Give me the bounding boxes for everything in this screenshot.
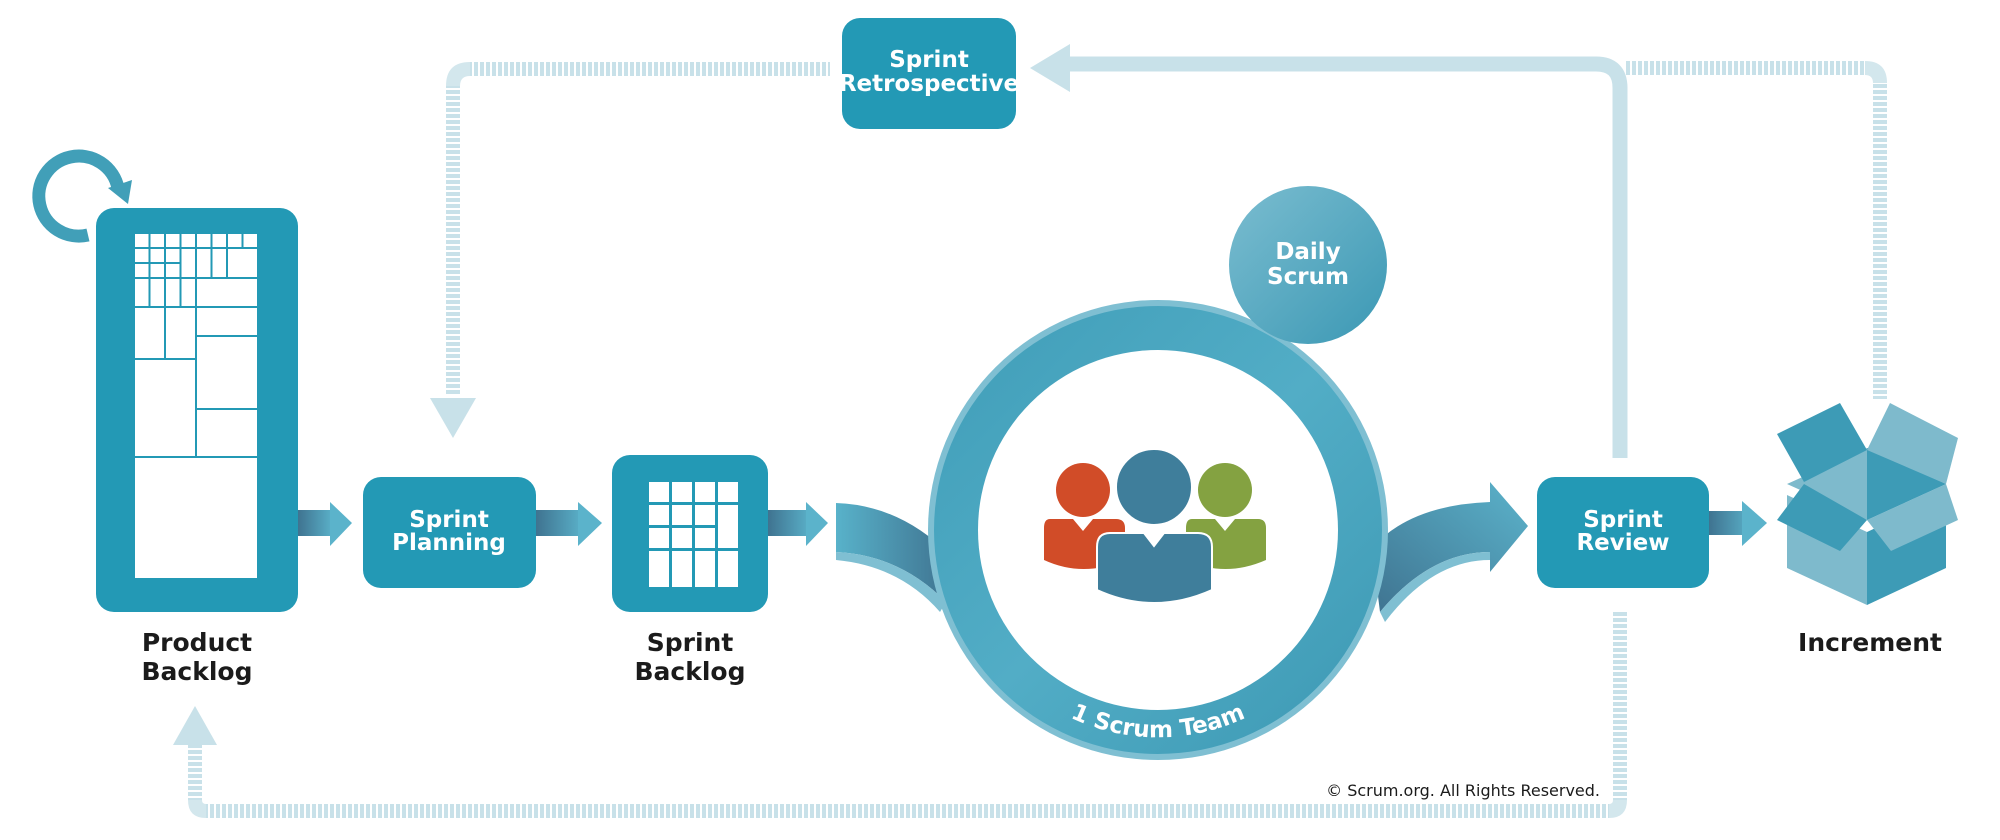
sprint-task-cell	[695, 528, 715, 548]
sprint-task-cell	[672, 528, 692, 548]
sprint-review-label-1: Sprint	[1583, 507, 1663, 533]
circular-arrow-icon	[32, 149, 132, 243]
sprint-task-cell	[672, 551, 692, 587]
sprint-outbound-arrow	[1372, 482, 1528, 622]
backlog-item-cell	[197, 249, 211, 277]
sprint-task-cell	[672, 482, 692, 502]
backlog-item-cell	[150, 279, 164, 306]
copyright-notice: © Scrum.org. All Rights Reserved.	[1326, 781, 1600, 800]
backlog-item-cell	[166, 234, 180, 247]
backlog-item-cell	[181, 234, 195, 247]
retrospective-to-planning-path	[430, 62, 830, 438]
retrospective-inbound-arrowhead	[1030, 44, 1070, 92]
backlog-item-cell	[135, 279, 149, 306]
sprint-task-cell	[649, 505, 669, 525]
sprint-cycle-ring: 1 Scrum Team	[928, 300, 1388, 760]
sprint-task-cell	[695, 482, 715, 502]
sprint-planning-box[interactable]: Sprint Planning	[363, 477, 536, 588]
backlog-item-cell	[166, 279, 180, 306]
task-grid-icon	[649, 482, 738, 587]
backlog-item-cell	[197, 234, 211, 247]
arrow-sprint-backlog-to-sprint	[768, 502, 828, 546]
backlog-item-cell	[135, 360, 195, 456]
sprint-task-cell	[718, 551, 738, 587]
daily-scrum-label-2: Scrum	[1267, 264, 1349, 290]
sprint-retrospective-label-2: Retrospective	[839, 71, 1019, 97]
product-backlog-label-1: Product	[142, 628, 252, 657]
backlog-item-cell	[135, 458, 257, 578]
backlog-item-cell	[135, 234, 149, 247]
backlog-item-cell	[197, 308, 257, 335]
backlog-item-cell	[166, 249, 180, 262]
open-box-icon[interactable]	[1777, 403, 1958, 605]
backlog-item-cell	[150, 264, 164, 277]
sprint-inbound-curve	[836, 503, 950, 612]
person-center-icon	[1096, 448, 1213, 604]
review-to-product-backlog-path	[173, 610, 1627, 818]
backlog-item-cell	[135, 249, 149, 262]
backlog-item-cell	[150, 234, 164, 247]
backlog-item-cell	[181, 249, 195, 277]
daily-scrum-circle[interactable]: Daily Scrum	[1229, 186, 1387, 344]
product-backlog-inbound-arrowhead	[173, 706, 217, 745]
backlog-item-cell	[135, 264, 149, 277]
sprint-backlog-label-1: Sprint	[647, 628, 734, 657]
increment-label: Increment	[1798, 628, 1942, 657]
backlog-item-cell	[212, 249, 226, 277]
arrow-backlog-to-planning	[298, 502, 352, 546]
backlog-item-cell	[181, 279, 195, 306]
three-people-icon	[1044, 448, 1266, 604]
sprint-task-cell	[718, 505, 738, 548]
product-backlog-box[interactable]	[96, 208, 298, 612]
daily-scrum-label-1: Daily	[1275, 239, 1340, 265]
sprint-review-label-2: Review	[1576, 530, 1669, 556]
sprint-planning-label-2: Planning	[392, 530, 506, 556]
backlog-item-cell	[212, 234, 226, 247]
backlog-item-cell	[243, 234, 257, 247]
sprint-review-box[interactable]: Sprint Review	[1537, 477, 1709, 588]
sprint-backlog-label-2: Backlog	[634, 657, 745, 686]
backlog-item-cell	[166, 264, 180, 277]
sprint-planning-label-1: Sprint	[409, 507, 489, 533]
backlog-item-cell	[166, 308, 195, 358]
arrow-planning-to-sprint-backlog	[536, 502, 602, 546]
sprint-task-cell	[718, 482, 738, 502]
sprint-task-cell	[672, 505, 692, 525]
planning-inbound-arrowhead	[430, 398, 476, 438]
backlog-item-cell	[135, 308, 164, 358]
sprint-task-cell	[649, 551, 669, 587]
treemap-grid-icon	[135, 234, 257, 578]
sprint-retrospective-label-1: Sprint	[889, 47, 969, 73]
sprint-retrospective-box[interactable]: Sprint Retrospective	[839, 18, 1019, 129]
backlog-item-cell	[197, 410, 257, 456]
backlog-item-cell	[150, 249, 164, 262]
product-backlog-label-2: Backlog	[141, 657, 252, 686]
sprint-task-cell	[695, 505, 715, 525]
backlog-item-cell	[197, 337, 257, 408]
backlog-item-cell	[228, 234, 242, 247]
backlog-item-cell	[197, 279, 257, 306]
sprint-task-cell	[649, 528, 669, 548]
sprint-task-cell	[649, 482, 669, 502]
arrow-review-to-increment	[1709, 501, 1767, 546]
increment-top-path	[1625, 61, 1887, 399]
sprint-task-cell	[695, 551, 715, 587]
backlog-item-cell	[228, 249, 257, 277]
review-to-retrospective-path	[1030, 44, 1628, 458]
sprint-backlog-box[interactable]	[612, 455, 768, 612]
